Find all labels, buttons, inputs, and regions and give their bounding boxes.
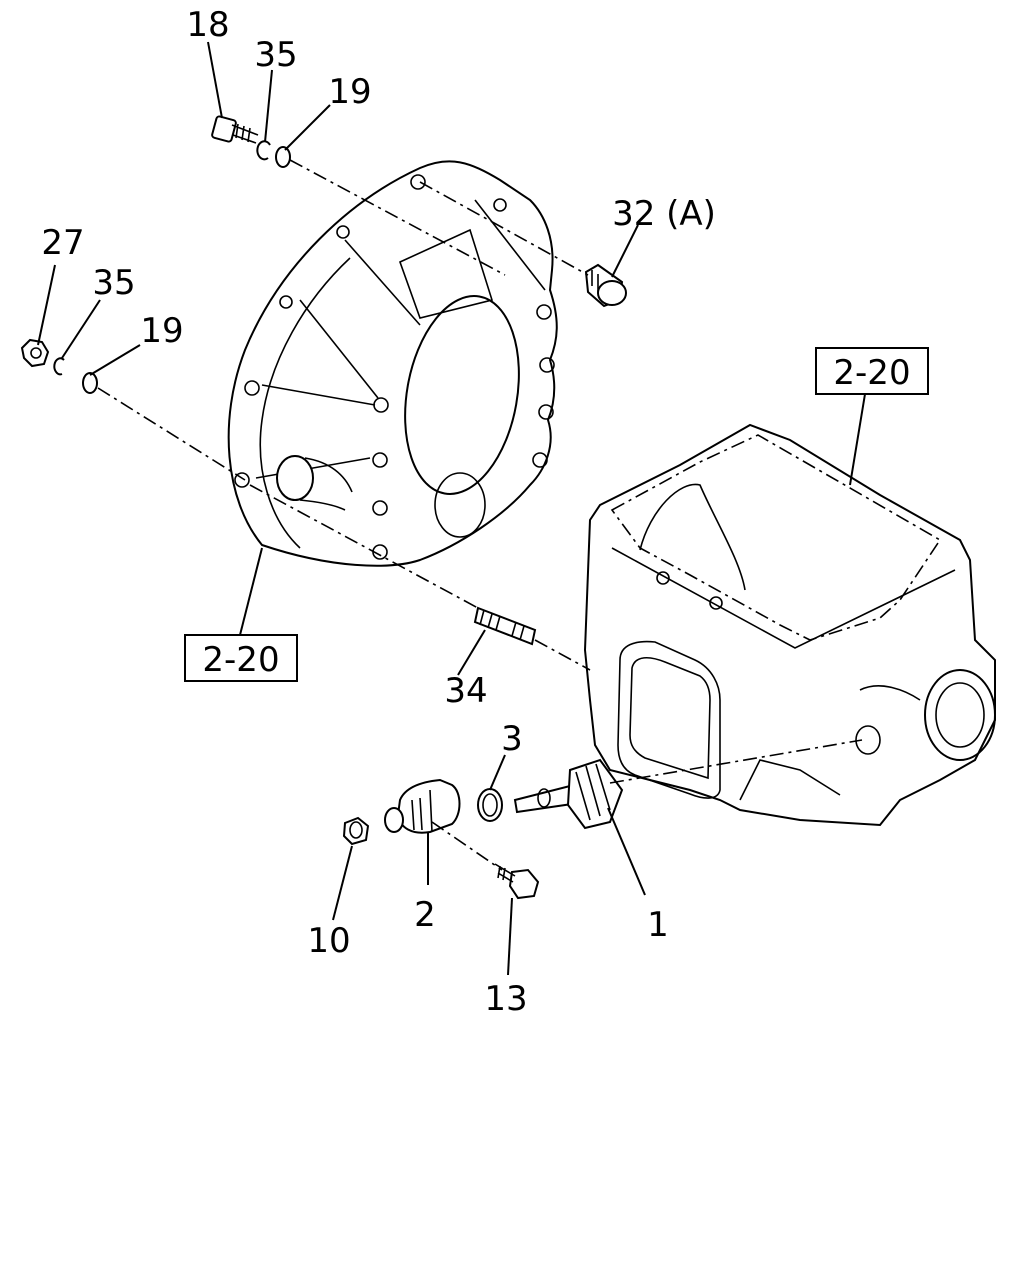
callout-13: 13 bbox=[484, 979, 527, 1019]
bolt-13 bbox=[494, 863, 540, 900]
callout-3: 3 bbox=[501, 719, 523, 759]
clutch-housing bbox=[227, 160, 558, 567]
ref-box-right: 2-20 bbox=[815, 347, 929, 395]
plug-32a bbox=[584, 263, 627, 308]
plug-10 bbox=[342, 816, 370, 846]
callout-34: 34 bbox=[444, 671, 487, 711]
stud-34 bbox=[473, 606, 537, 646]
callout-35-top: 35 bbox=[254, 35, 297, 75]
lock-washer-35-left bbox=[53, 357, 65, 376]
nut-27 bbox=[20, 338, 50, 368]
callout-19-left: 19 bbox=[140, 311, 183, 351]
callout-32a: 32 (A) bbox=[612, 194, 716, 234]
callout-18: 18 bbox=[186, 5, 229, 45]
washer-19-left bbox=[82, 372, 98, 394]
callout-2: 2 bbox=[414, 895, 436, 935]
gear-1 bbox=[513, 758, 624, 830]
ref-label-right: 2-20 bbox=[833, 353, 910, 393]
transmission-case bbox=[583, 423, 996, 827]
callout-1: 1 bbox=[647, 905, 669, 945]
ref-label-left: 2-20 bbox=[202, 640, 279, 680]
callout-10: 10 bbox=[307, 921, 350, 961]
washer-19-top bbox=[275, 146, 291, 168]
callout-27: 27 bbox=[41, 223, 84, 263]
ref-box-left: 2-20 bbox=[184, 634, 298, 682]
leader-lines bbox=[37, 41, 867, 976]
callout-35-left: 35 bbox=[92, 263, 135, 303]
sleeve-2 bbox=[384, 778, 461, 834]
bolt-18 bbox=[211, 115, 259, 144]
callout-19-top: 19 bbox=[328, 72, 371, 112]
lock-washer-35-top bbox=[256, 140, 271, 161]
callout-labels: 18 35 19 27 35 19 32 (A) 34 3 1 2 10 13 bbox=[41, 5, 716, 1019]
